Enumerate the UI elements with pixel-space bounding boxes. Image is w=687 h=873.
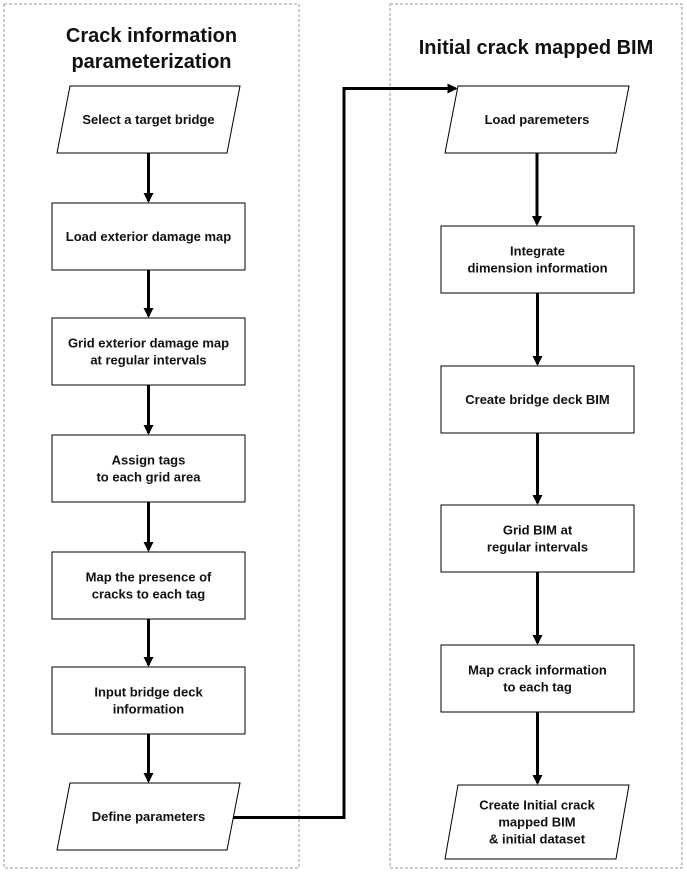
lane-left: Crack information parameterization — [3, 3, 300, 869]
process-box — [51, 666, 246, 735]
node-label: information — [113, 702, 185, 717]
process-box — [51, 202, 246, 271]
node-label: Grid BIM at — [503, 523, 573, 538]
node-label: Map crack information — [468, 663, 607, 678]
node-label: to each grid area — [96, 470, 201, 485]
node-label: cracks to each tag — [92, 587, 206, 602]
node-r6: Create Initial crack mapped BIM & initial … — [444, 784, 630, 860]
node-label: Load paremeters — [485, 112, 590, 127]
node-l1: Select a target bridge — [56, 85, 241, 154]
node-l2: Load exterior damage map — [51, 202, 246, 271]
node-label: Define parameters — [92, 809, 205, 824]
node-l7: Define parameters — [56, 782, 241, 851]
io-parallelogram — [56, 782, 241, 851]
process-box — [440, 644, 635, 713]
node-label: Load exterior damage map — [66, 229, 231, 244]
node-r5: Map crack information to each tag — [440, 644, 635, 713]
io-parallelogram — [444, 85, 630, 154]
node-r1: Load paremeters — [444, 85, 630, 154]
process-box — [440, 504, 635, 573]
node-l4: Assign tags to each grid area — [51, 434, 246, 503]
node-l5: Map the presence of cracks to each tag — [51, 551, 246, 620]
lane-border — [3, 3, 300, 869]
lane-title: parameterization — [71, 51, 231, 73]
node-label: Input bridge deck — [94, 685, 203, 700]
lane-border — [389, 3, 683, 869]
node-label: mapped BIM — [498, 815, 575, 830]
lane-right: Initial crack mapped BIM — [389, 3, 683, 869]
node-label: dimension information — [467, 261, 607, 276]
node-label: Integrate — [510, 244, 565, 259]
lane-title: Initial crack mapped BIM — [419, 37, 654, 59]
node-label: at regular intervals — [90, 353, 206, 368]
node-label: & initial dataset — [489, 832, 586, 847]
lane-title: Crack information — [66, 25, 237, 47]
process-box — [51, 317, 246, 386]
node-l6: Input bridge deck information — [51, 666, 246, 735]
node-r3: Create bridge deck BIM — [440, 365, 635, 434]
process-box — [440, 365, 635, 434]
node-label: Create Initial crack — [479, 798, 595, 813]
node-r2: Integrate dimension information — [440, 225, 635, 294]
process-box — [51, 551, 246, 620]
node-label: Create bridge deck BIM — [465, 392, 610, 407]
node-label: Assign tags — [112, 453, 186, 468]
arrow-l7-to-r1 — [233, 83, 458, 819]
node-label: regular intervals — [487, 540, 588, 555]
io-parallelogram — [56, 85, 241, 154]
node-r4: Grid BIM at regular intervals — [440, 504, 635, 573]
node-label: Grid exterior damage map — [68, 336, 229, 351]
io-parallelogram — [444, 784, 630, 860]
process-box — [51, 434, 246, 503]
node-label: to each tag — [503, 680, 572, 695]
process-box — [440, 225, 635, 294]
node-l3: Grid exterior damage map at regular inter… — [51, 317, 246, 386]
node-label: Select a target bridge — [82, 112, 214, 127]
node-label: Map the presence of — [86, 570, 212, 585]
